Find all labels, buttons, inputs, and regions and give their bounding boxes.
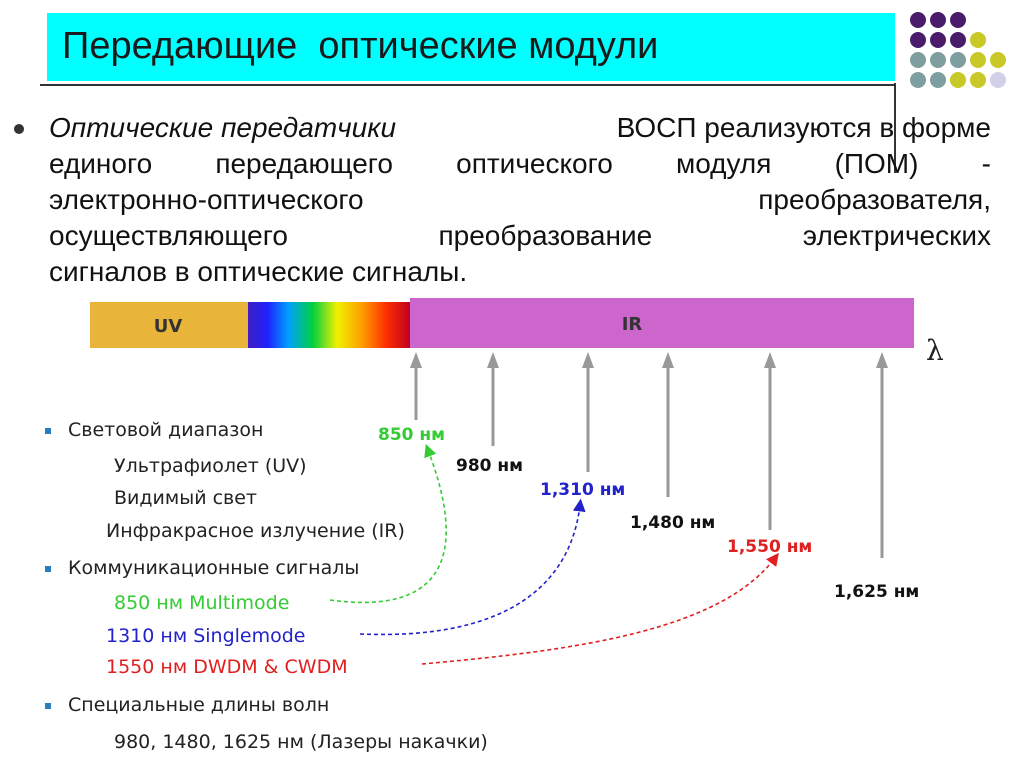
wavelength-arrow-head bbox=[662, 352, 674, 368]
paragraph-phrase: электронно-оптического bbox=[49, 184, 364, 215]
ir-label: IR bbox=[622, 314, 643, 335]
list-pump: 980, 1480, 1625 нм (Лазеры накачки) bbox=[114, 731, 488, 753]
decor-dot bbox=[970, 52, 986, 68]
ir-band bbox=[410, 298, 914, 348]
paragraph-phrase: электрических bbox=[802, 220, 991, 251]
paragraph-phrase: Оптические передатчики bbox=[49, 112, 397, 143]
list-ir: Инфракрасное излучение (IR) bbox=[106, 520, 405, 542]
uv-label: UV bbox=[154, 316, 183, 337]
list-visible: Видимый свет bbox=[114, 487, 257, 509]
wavelength-label: 980 нм bbox=[456, 456, 524, 476]
list-bullet bbox=[45, 703, 51, 709]
link-1310 bbox=[359, 498, 586, 636]
list-comm-signals: Коммуникационные сигналы bbox=[68, 557, 360, 579]
wavelength-label: 1,625 нм bbox=[834, 582, 920, 602]
wavelength-arrow-head bbox=[764, 352, 776, 368]
decor-dot bbox=[950, 12, 966, 28]
title-box: Передающие оптические модули bbox=[47, 13, 895, 81]
wavelength-arrow-head bbox=[582, 352, 594, 368]
paragraph-line: сигналов в оптические сигналы. bbox=[49, 254, 991, 290]
link-1550 bbox=[421, 552, 779, 665]
decor-dot bbox=[930, 72, 946, 88]
list-singlemode: 1310 нм Singlemode bbox=[106, 625, 306, 647]
main-paragraph: Оптические передатчики ВОСП реализуются в… bbox=[49, 110, 991, 290]
slide-title: Передающие оптические модули bbox=[62, 25, 659, 67]
paragraph-phrase: ВОСП реализуются в форме bbox=[616, 112, 991, 143]
list-bullet bbox=[45, 566, 51, 572]
decor-dot bbox=[910, 52, 926, 68]
paragraph-phrase: - bbox=[981, 148, 991, 179]
paragraph-phrase: единого bbox=[49, 148, 153, 179]
wavelength-arrows bbox=[410, 352, 888, 558]
decor-dot bbox=[990, 72, 1006, 88]
paragraph-phrase: преобразование bbox=[438, 220, 653, 251]
paragraph-line: осуществляющего преобразование электрическ… bbox=[49, 218, 991, 254]
link-850 bbox=[329, 444, 447, 604]
wavelength-arrow-head bbox=[876, 352, 888, 368]
bullet-dot bbox=[14, 124, 24, 134]
wavelength-arrow-head bbox=[487, 352, 499, 368]
decor-dot bbox=[970, 32, 986, 48]
list-special: Специальные длины волн bbox=[68, 694, 330, 716]
paragraph-phrase: оптического bbox=[456, 148, 613, 179]
decor-dot bbox=[950, 32, 966, 48]
list-uv: Ультрафиолет (UV) bbox=[114, 455, 307, 477]
decor-dot bbox=[990, 52, 1006, 68]
wavelength-label: 1,550 нм bbox=[727, 537, 813, 557]
uv-band bbox=[90, 302, 248, 348]
paragraph-phrase: преобразователя, bbox=[758, 184, 991, 215]
title-underline bbox=[40, 84, 896, 86]
wavelength-label: 1,480 нм bbox=[630, 513, 716, 533]
wavelength-label: 1,310 нм bbox=[540, 480, 626, 500]
list-light-range: Световой диапазон bbox=[68, 419, 264, 441]
paragraph-phrase: передающего bbox=[215, 148, 393, 179]
decor-dot bbox=[930, 52, 946, 68]
title-vertical-line bbox=[894, 83, 896, 173]
list-dwdm: 1550 нм DWDM & CWDM bbox=[106, 656, 348, 678]
paragraph-line: Оптические передатчики ВОСП реализуются в… bbox=[49, 110, 991, 146]
list-bullet bbox=[45, 428, 51, 434]
visible-band bbox=[248, 302, 410, 348]
paragraph-phrase: сигналов в оптические сигналы. bbox=[49, 256, 468, 287]
paragraph-line: единого передающего оптического модуля (ПОМ)… bbox=[49, 146, 991, 182]
wavelength-arrow-head bbox=[410, 352, 422, 368]
decor-dot bbox=[950, 72, 966, 88]
decor-dot bbox=[950, 52, 966, 68]
decor-dot bbox=[930, 12, 946, 28]
list-multimode: 850 нм Multimode bbox=[114, 592, 290, 614]
decor-dot bbox=[930, 32, 946, 48]
decor-dot bbox=[970, 72, 986, 88]
lambda-symbol: λ bbox=[926, 334, 944, 367]
wavelength-label: 850 нм bbox=[378, 425, 446, 445]
paragraph-line: электронно-оптического преобразователя, bbox=[49, 182, 991, 218]
decor-dot bbox=[910, 72, 926, 88]
decor-dot bbox=[910, 12, 926, 28]
paragraph-phrase: (ПОМ) bbox=[834, 148, 919, 179]
paragraph-phrase: осуществляющего bbox=[49, 220, 288, 251]
decor-dot bbox=[910, 32, 926, 48]
paragraph-phrase: модуля bbox=[675, 148, 772, 179]
